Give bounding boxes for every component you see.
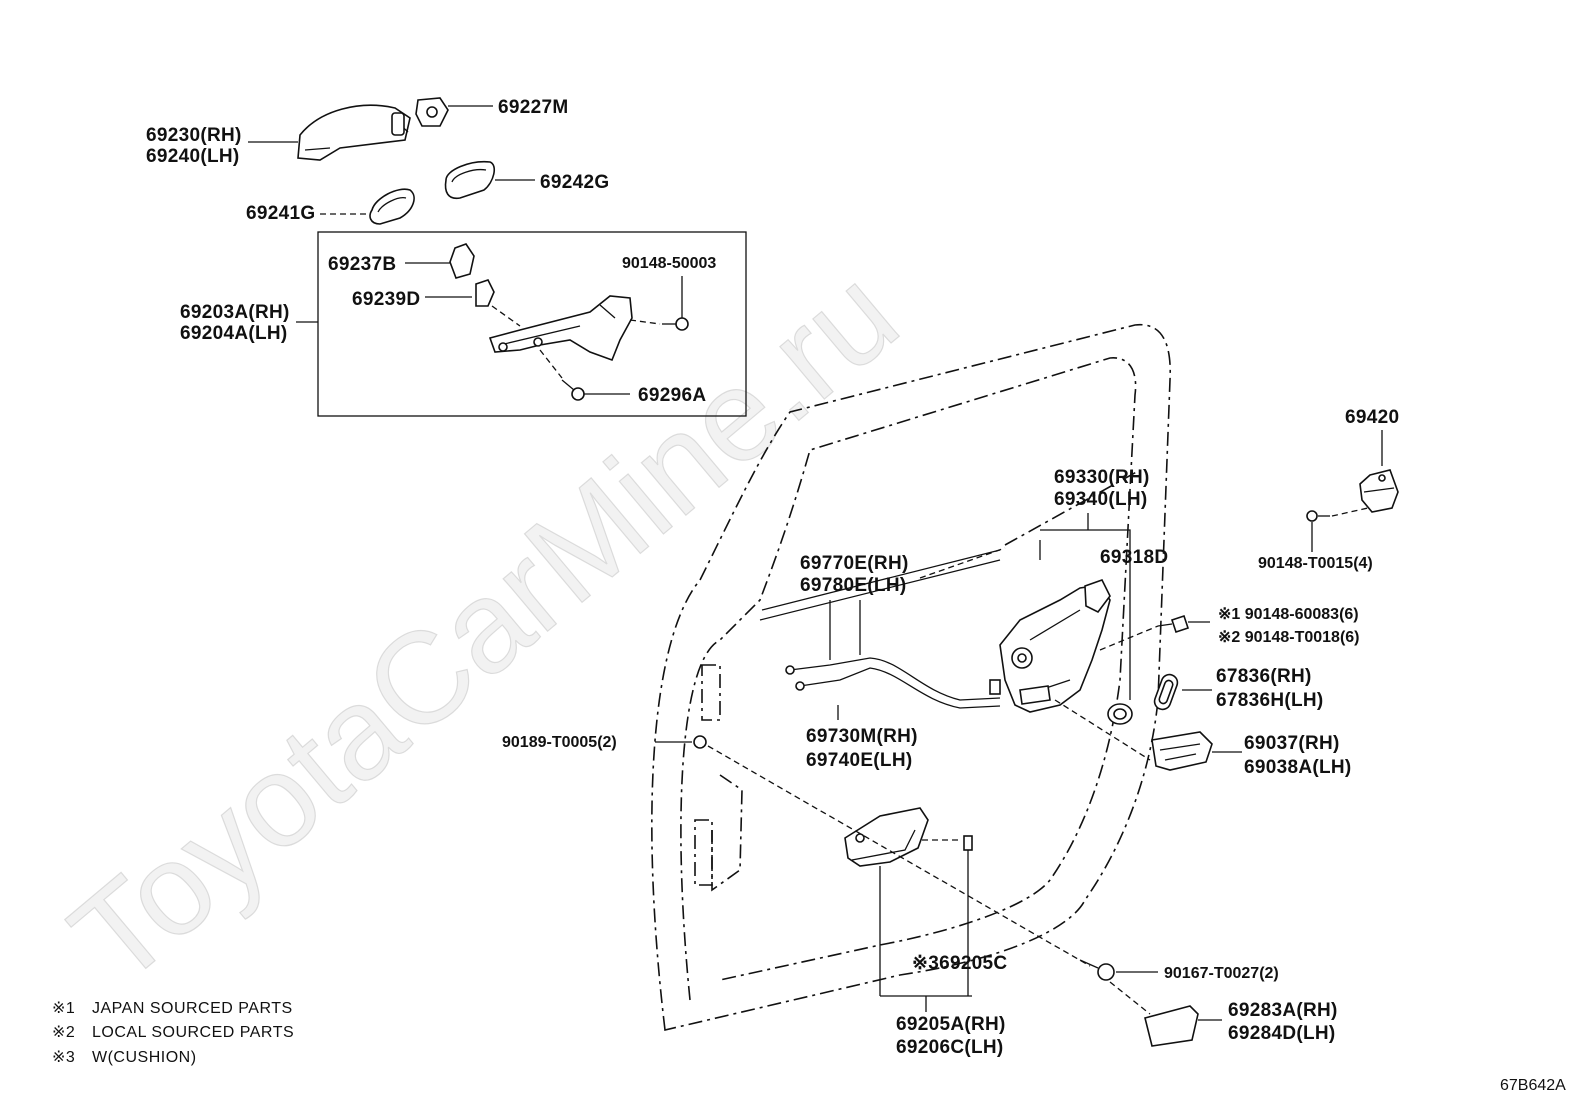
striker-plate: [1359, 469, 1399, 513]
label-69241G: 69241G: [246, 203, 315, 224]
label-90148-60083: ※1 90148-60083(6): [1218, 606, 1359, 623]
handle-pad-front: [444, 160, 496, 200]
bolt-90148-50003: [662, 317, 689, 331]
grommet-67836: [1153, 673, 1179, 711]
label-69230: 69230(RH): [146, 125, 242, 146]
label-69780E: 69780E(LH): [800, 575, 907, 596]
label-69240: 69240(LH): [146, 146, 240, 167]
label-67836H: 67836H(LH): [1216, 690, 1324, 711]
note-3-mark: ※3: [52, 1049, 75, 1066]
label-69204A: 69204A(LH): [180, 323, 288, 344]
label-90167-T0027: 90167-T0027(2): [1164, 965, 1279, 982]
outside-handle: [297, 104, 411, 161]
door-outline: [651, 323, 1171, 1031]
label-69205A: 69205A(RH): [896, 1014, 1006, 1035]
label-69340: 69340(LH): [1054, 489, 1148, 510]
note-1-text: JAPAN SOURCED PARTS: [92, 1000, 293, 1017]
note-3-text: W(CUSHION): [92, 1049, 197, 1066]
label-69420: 69420: [1345, 407, 1399, 428]
lock-cable: [785, 657, 1001, 709]
label-67836: 67836(RH): [1216, 666, 1312, 687]
frame-assembly: [488, 295, 633, 362]
label-69284D: 69284D(LH): [1228, 1023, 1336, 1044]
lock-assembly: [999, 584, 1111, 713]
label-69242G: 69242G: [540, 172, 609, 193]
figure-code: 67B642A: [1500, 1077, 1566, 1094]
label-69239D: 69239D: [352, 289, 420, 310]
legend-notes: ※1 JAPAN SOURCED PARTS ※2 LOCAL SOURCED …: [52, 1000, 294, 1066]
lock-cushion: [1107, 703, 1133, 725]
screw-90167-T0027: [1079, 959, 1115, 981]
note-2-mark: ※2: [52, 1024, 75, 1041]
label-90189-T0005: 90189-T0005(2): [502, 734, 617, 751]
screw-69296A: [561, 379, 585, 401]
handle-pad-rear: [369, 188, 415, 225]
label-69730M: 69730M(RH): [806, 726, 918, 747]
clip-90189-T0005: [693, 735, 707, 749]
clip-69239D: [475, 279, 495, 307]
label-69203A: 69203A(RH): [180, 302, 290, 323]
label-69227M: 69227M: [498, 97, 568, 118]
lock-cap-69318D: [1084, 579, 1111, 614]
handle-bezel-69283A: [1144, 1005, 1199, 1047]
label-69330: 69330(RH): [1054, 467, 1150, 488]
label-90148-T0018: ※2 90148-T0018(6): [1218, 629, 1360, 646]
label-90148-T0015: 90148-T0015(4): [1258, 555, 1373, 572]
frame-assembly-box: [317, 231, 747, 417]
handle-cap: [415, 97, 449, 127]
screw-90148-T0015: [1306, 510, 1330, 522]
cushion-69205C: [963, 835, 973, 996]
label-69770E: 69770E(RH): [800, 553, 909, 574]
label-69318D: 69318D: [1100, 547, 1168, 568]
label-69740E: 69740E(LH): [806, 750, 913, 771]
note-1-mark: ※1: [52, 1000, 75, 1017]
label-69037: 69037(RH): [1244, 733, 1340, 754]
label-90148-50003: 90148-50003: [622, 255, 716, 272]
lock-screw: [1157, 614, 1190, 634]
note-2-text: LOCAL SOURCED PARTS: [92, 1024, 294, 1041]
label-69296A: 69296A: [638, 385, 706, 406]
label-69205C: ※369205C: [912, 953, 1007, 974]
label-69237B: 69237B: [328, 254, 396, 275]
label-69038A: 69038A(LH): [1244, 757, 1352, 778]
clip-69237B: [449, 243, 475, 279]
inside-handle: [844, 807, 929, 867]
watermark: ToyotaCarMine.ru: [44, 240, 924, 1011]
lock-cover-69037: [1151, 731, 1213, 771]
label-69206C: 69206C(LH): [896, 1037, 1004, 1058]
label-69283A: 69283A(RH): [1228, 1000, 1338, 1021]
